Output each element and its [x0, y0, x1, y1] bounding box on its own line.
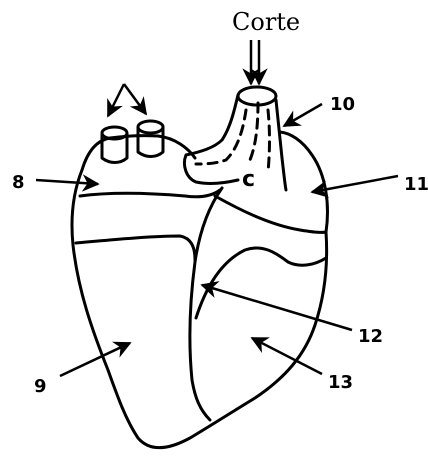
- callout-10-label: 10: [330, 94, 355, 115]
- corte-label: Corte: [232, 8, 300, 36]
- aorta-left-wall: [184, 95, 238, 183]
- callout-12-label: 12: [358, 326, 383, 347]
- callout-13-label: 13: [328, 372, 353, 393]
- callout-8-label: 8: [12, 172, 25, 193]
- callout-13-arrow: [252, 338, 322, 374]
- aorta-right-wall: [276, 100, 286, 190]
- coronary-groove: [76, 236, 195, 260]
- callout-9-arrow: [60, 343, 130, 376]
- callout-11-label: 11: [404, 174, 428, 195]
- vessel-right-top: [138, 121, 163, 133]
- callout-8-arrow: [36, 180, 98, 184]
- callout-9-label: 9: [34, 376, 47, 397]
- atrial-border-right: [215, 196, 326, 232]
- right-ventricle-curve: [196, 248, 326, 318]
- dashed-flow-inner: [196, 110, 246, 164]
- callout-10-arrow: [284, 104, 322, 126]
- callout-12-arrow: [202, 285, 352, 330]
- inner-letter-c: c: [242, 167, 255, 192]
- interventricular-groove: [190, 188, 222, 420]
- dashed-flow-outer: [250, 103, 258, 160]
- vessel-arrow-left: [108, 84, 124, 116]
- heart-outline: [72, 132, 327, 448]
- vessel-arrow-right: [124, 84, 146, 114]
- dashed-flow-side: [268, 110, 270, 172]
- atrial-border-left: [80, 190, 220, 197]
